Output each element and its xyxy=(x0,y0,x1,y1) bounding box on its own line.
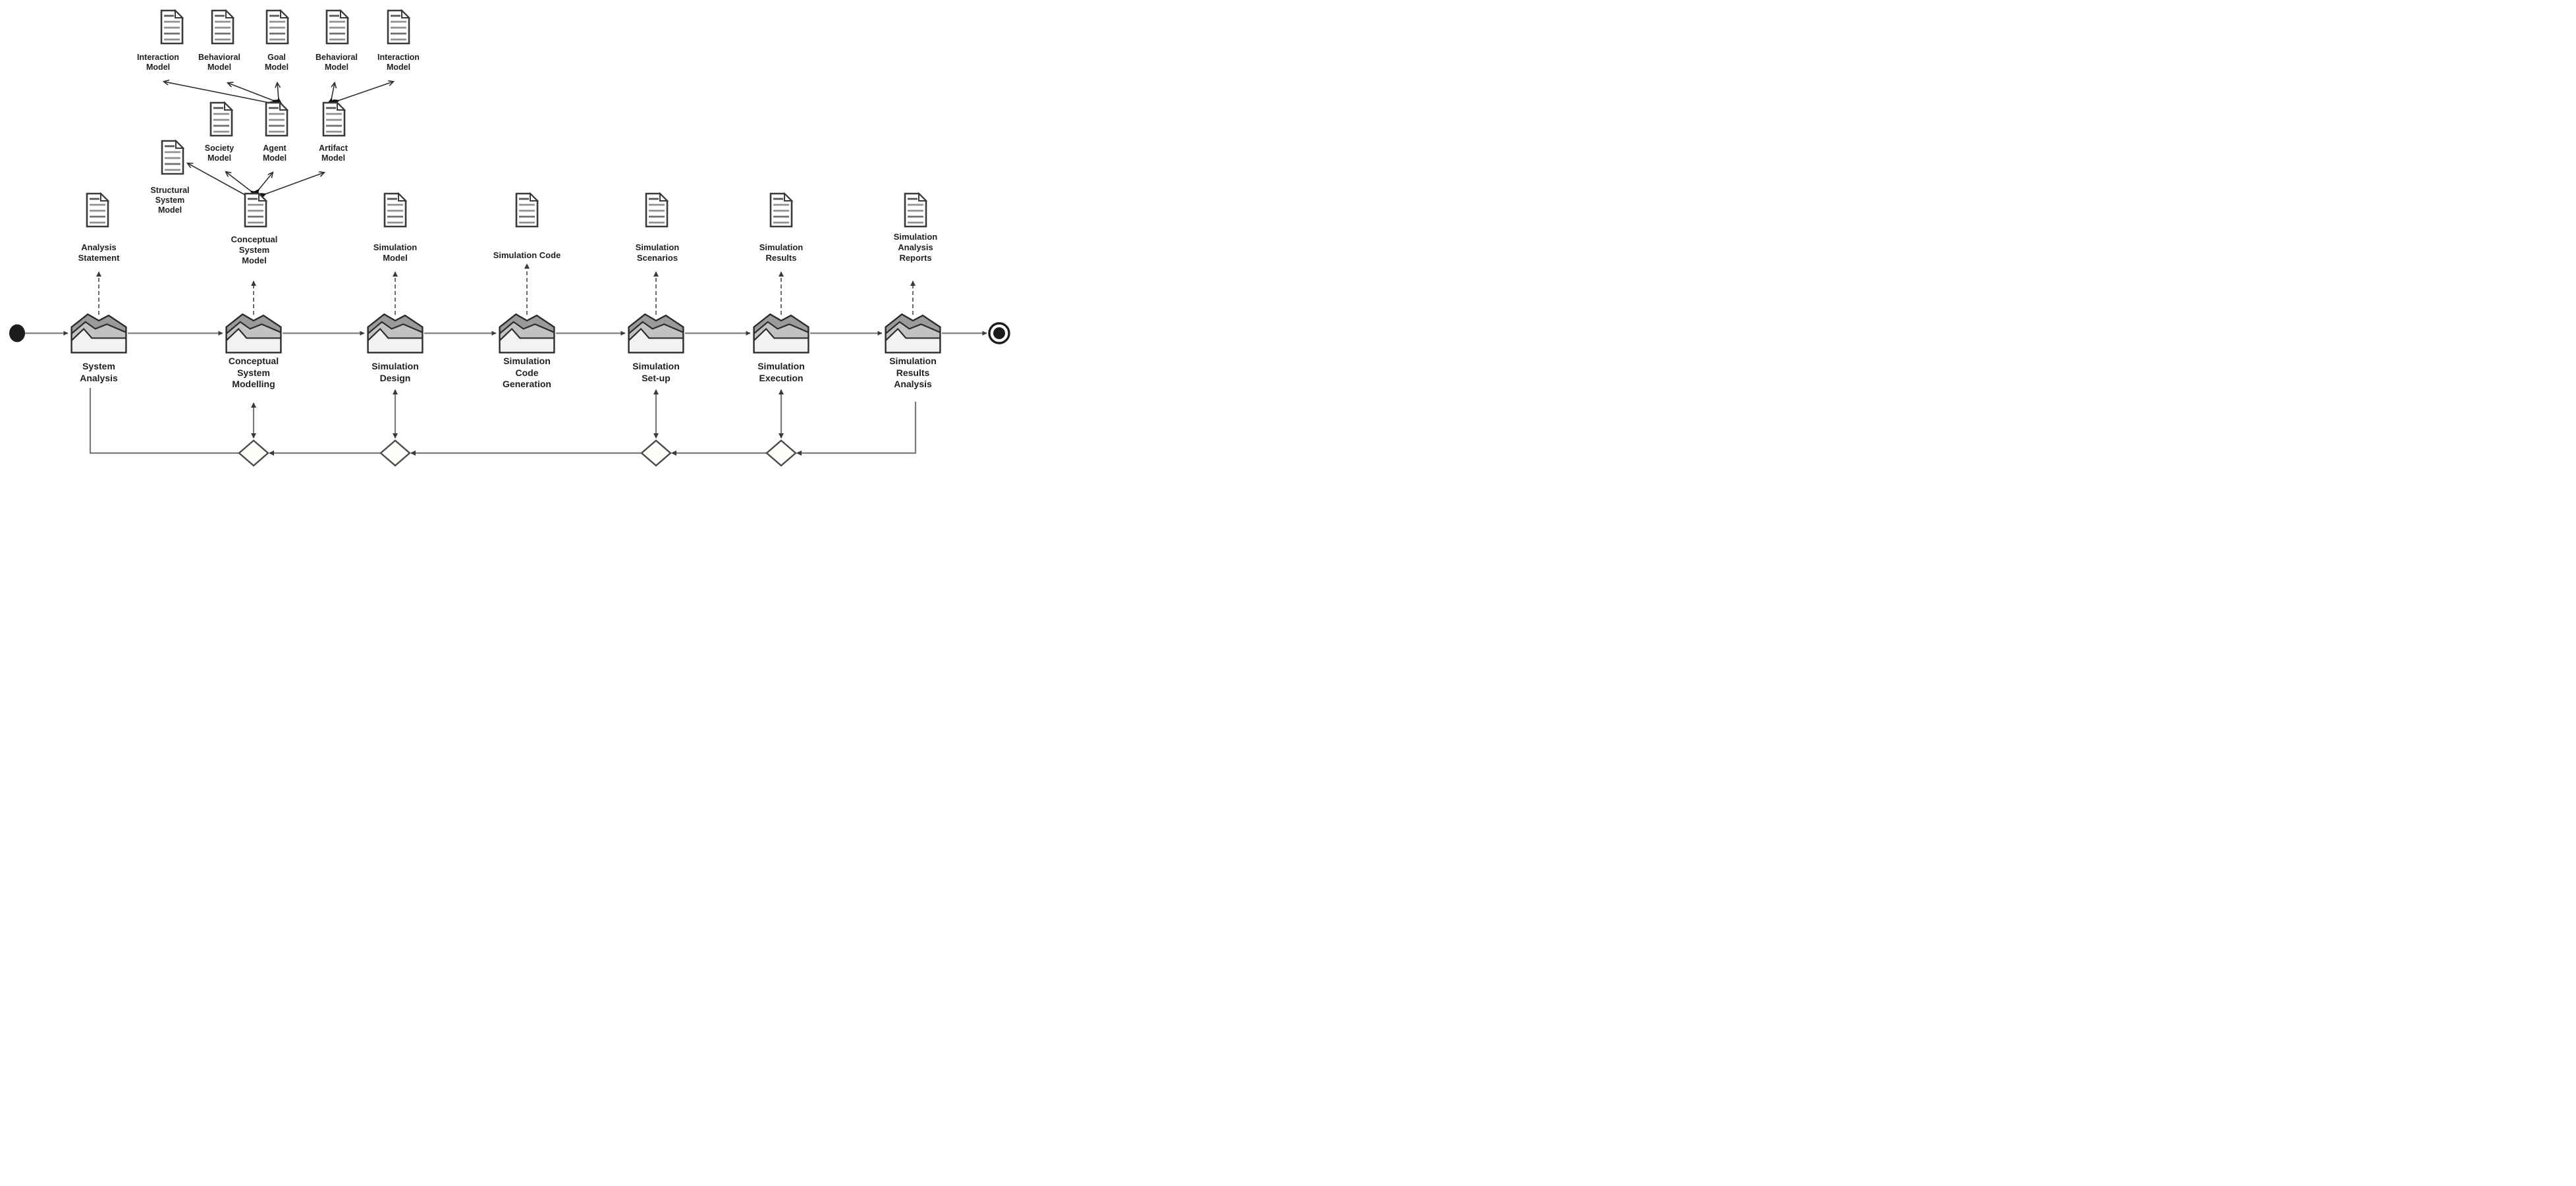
activity-icon xyxy=(498,311,556,354)
document-icon xyxy=(904,192,927,228)
document-icon xyxy=(515,192,539,228)
activity-icon xyxy=(366,311,424,354)
document-icon xyxy=(86,192,109,228)
work-product-dashed-links xyxy=(96,263,916,315)
document-icon xyxy=(769,192,793,228)
document-icon xyxy=(383,192,407,228)
composition-links xyxy=(164,82,393,196)
activity-icon xyxy=(225,311,283,354)
start-node-icon xyxy=(9,324,25,342)
document-icon xyxy=(322,101,346,137)
activity-icon xyxy=(752,311,810,354)
connector-layer xyxy=(9,0,1010,467)
document-icon xyxy=(160,9,184,45)
document-icon xyxy=(209,101,233,137)
activity-icon xyxy=(884,311,942,354)
activity-icon xyxy=(70,311,128,354)
document-icon xyxy=(325,9,349,45)
document-icon xyxy=(387,9,410,45)
document-icon xyxy=(265,101,288,137)
activity-icon xyxy=(627,311,685,354)
document-icon xyxy=(244,192,267,228)
decision-diamond-icons xyxy=(238,439,797,467)
document-icon xyxy=(645,192,669,228)
feedback-lines xyxy=(89,388,917,456)
document-icon xyxy=(211,9,234,45)
work-product-label-simulation-code: Simulation Code xyxy=(493,250,561,260)
end-node-icon xyxy=(988,322,1010,344)
document-icon xyxy=(265,9,289,45)
document-icon xyxy=(161,140,184,175)
